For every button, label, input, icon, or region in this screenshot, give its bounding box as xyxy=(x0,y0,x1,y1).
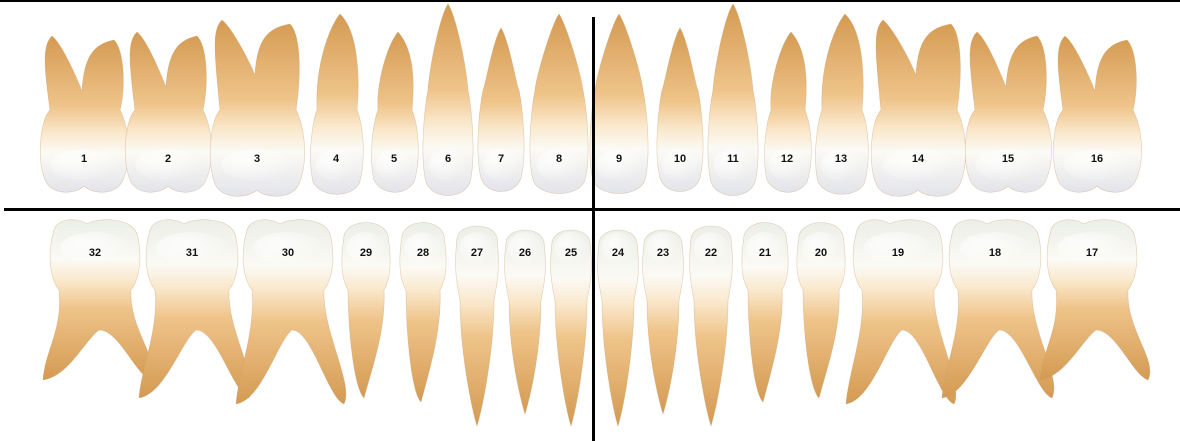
tooth-26[interactable]: 26 xyxy=(505,230,546,414)
tooth-number-label: 16 xyxy=(1091,153,1103,165)
tooth-number-label: 13 xyxy=(835,153,847,165)
tooth-number-label: 30 xyxy=(282,247,294,259)
tooth-31[interactable]: 31 xyxy=(139,220,251,398)
tooth-25[interactable]: 25 xyxy=(551,230,592,426)
tooth-14[interactable]: 14 xyxy=(871,20,965,196)
tooth-21[interactable]: 21 xyxy=(742,223,788,403)
tooth-number-label: 14 xyxy=(912,153,925,165)
tooth-19[interactable]: 19 xyxy=(846,220,956,404)
tooth-number-label: 7 xyxy=(498,153,504,165)
tooth-4[interactable]: 4 xyxy=(310,14,363,194)
tooth-number-label: 27 xyxy=(471,247,483,259)
tooth-20[interactable]: 20 xyxy=(797,223,845,399)
tooth-number-label: 5 xyxy=(391,153,397,165)
tooth-28[interactable]: 28 xyxy=(400,223,446,403)
tooth-number-label: 19 xyxy=(892,247,904,259)
tooth-22[interactable]: 22 xyxy=(690,226,733,426)
tooth-9[interactable]: 9 xyxy=(590,14,648,194)
tooth-number-label: 20 xyxy=(815,247,827,259)
divider-line-horizontal xyxy=(4,208,1180,211)
tooth-12[interactable]: 12 xyxy=(764,32,811,192)
tooth-23[interactable]: 23 xyxy=(643,230,684,414)
tooth-number-label: 22 xyxy=(705,247,717,259)
tooth-2[interactable]: 2 xyxy=(125,32,211,192)
tooth-number-label: 32 xyxy=(89,247,101,259)
tooth-16[interactable]: 16 xyxy=(1053,36,1141,192)
tooth-10[interactable]: 10 xyxy=(657,28,703,192)
tooth-27[interactable]: 27 xyxy=(456,226,499,426)
tooth-number-label: 31 xyxy=(186,247,198,259)
tooth-number-label: 8 xyxy=(556,153,562,165)
tooth-32[interactable]: 32 xyxy=(43,220,153,380)
tooth-30[interactable]: 30 xyxy=(236,220,346,404)
tooth-18[interactable]: 18 xyxy=(942,220,1054,398)
tooth-number-label: 23 xyxy=(657,247,669,259)
lower-arch: 32 31 30 29 28 27 26 25 24 23 22 21 20 19 18 17 xyxy=(43,220,1150,426)
top-border-line xyxy=(0,0,1180,2)
tooth-number-label: 18 xyxy=(989,247,1001,259)
tooth-number-label: 4 xyxy=(333,153,340,165)
tooth-number-label: 9 xyxy=(616,153,622,165)
tooth-number-label: 26 xyxy=(519,247,531,259)
tooth-number-label: 15 xyxy=(1002,153,1014,165)
tooth-3[interactable]: 3 xyxy=(210,20,304,196)
tooth-11[interactable]: 11 xyxy=(708,4,758,196)
tooth-8[interactable]: 8 xyxy=(530,14,588,194)
tooth-number-label: 3 xyxy=(254,153,260,165)
tooth-number-label: 10 xyxy=(674,153,686,165)
tooth-29[interactable]: 29 xyxy=(342,223,390,399)
tooth-15[interactable]: 15 xyxy=(965,32,1051,192)
tooth-number-label: 21 xyxy=(759,247,771,259)
divider-line-vertical xyxy=(592,17,595,441)
tooth-24[interactable]: 24 xyxy=(598,230,639,426)
tooth-17[interactable]: 17 xyxy=(1040,220,1150,380)
tooth-1[interactable]: 1 xyxy=(40,36,128,192)
tooth-number-label: 11 xyxy=(727,153,739,165)
tooth-5[interactable]: 5 xyxy=(371,32,418,192)
tooth-6[interactable]: 6 xyxy=(423,4,473,196)
tooth-number-label: 25 xyxy=(565,247,577,259)
tooth-number-label: 2 xyxy=(165,153,171,165)
upper-arch: 12345678910111213141516 xyxy=(40,4,1141,196)
tooth-number-label: 28 xyxy=(417,247,429,259)
tooth-13[interactable]: 13 xyxy=(815,14,868,194)
tooth-number-label: 12 xyxy=(781,153,793,165)
tooth-number-label: 1 xyxy=(81,153,87,165)
tooth-number-label: 24 xyxy=(612,247,625,259)
tooth-number-label: 29 xyxy=(360,247,372,259)
tooth-number-label: 17 xyxy=(1086,247,1098,259)
tooth-7[interactable]: 7 xyxy=(478,28,524,192)
tooth-number-label: 6 xyxy=(445,153,451,165)
